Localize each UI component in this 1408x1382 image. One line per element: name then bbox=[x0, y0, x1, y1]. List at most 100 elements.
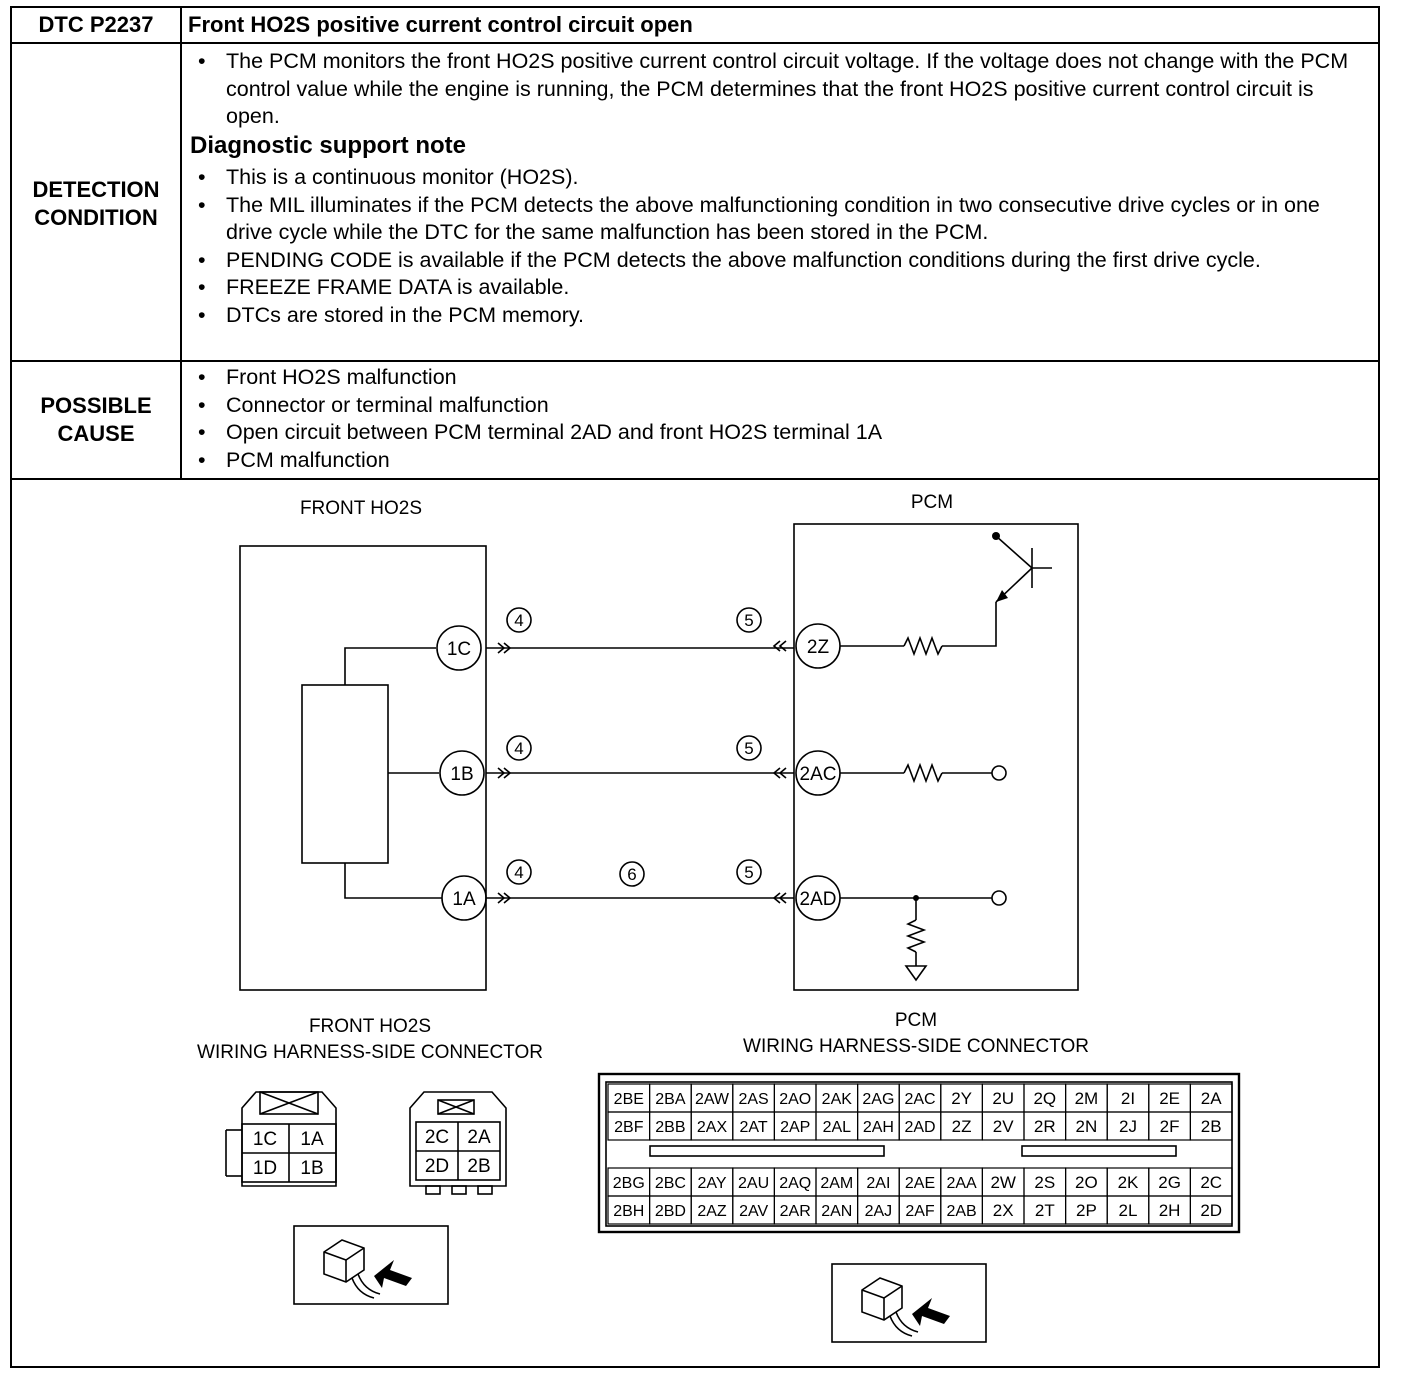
terminal-1b-label: 1B bbox=[450, 764, 473, 785]
pcm-pin-label: 2I bbox=[1121, 1089, 1135, 1108]
pcm-pin-label: 2AQ bbox=[779, 1175, 811, 1192]
pcm-pin-label: 2X bbox=[993, 1201, 1014, 1220]
pcm-pin-label: 2AG bbox=[862, 1091, 894, 1108]
pcm-pin-label: 2BB bbox=[655, 1119, 685, 1136]
wire-mark: 4 bbox=[514, 611, 523, 630]
wire-mark-circle bbox=[736, 735, 762, 761]
pcm-pin-label: 2F bbox=[1160, 1117, 1180, 1136]
pcm-pin-label: 2AS bbox=[738, 1091, 768, 1108]
terminal-2ac-label: 2AC bbox=[800, 764, 837, 785]
dtc-title: Front HO2S positive current control circ… bbox=[188, 12, 693, 37]
dtc-code: DTC P2237 bbox=[38, 12, 154, 37]
detection-label: DETECTION CONDITION bbox=[12, 176, 180, 232]
cause-item: Open circuit between PCM terminal 2AD an… bbox=[188, 419, 1368, 447]
pcm-pin-label: 2E bbox=[1159, 1089, 1180, 1108]
pcm-pin-label: 2Q bbox=[1033, 1089, 1056, 1108]
ho2s-pin-label: 2C bbox=[425, 1127, 449, 1148]
support-note-list: This is a continuous monitor (HO2S). The… bbox=[188, 164, 1368, 329]
support-item: The MIL illuminates if the PCM detects t… bbox=[188, 192, 1368, 247]
pcm-pin-label: 2AE bbox=[905, 1175, 935, 1192]
possible-cause-list: Front HO2S malfunction Connector or term… bbox=[188, 364, 1368, 474]
ho2s-connector-title: FRONT HO2S bbox=[309, 1016, 431, 1037]
pcm-pin-label: 2BD bbox=[655, 1203, 686, 1220]
pcm-connector-title: PCM bbox=[895, 1010, 937, 1031]
support-note-title: Diagnostic support note bbox=[190, 132, 466, 159]
ho2s-pin-label: 1A bbox=[300, 1129, 324, 1150]
pcm-pin-label: 2BE bbox=[614, 1091, 644, 1108]
support-item: This is a continuous monitor (HO2S). bbox=[188, 164, 1368, 192]
transistor-node bbox=[992, 532, 1000, 540]
dtc-sheet: DTC P2237 Front HO2S positive current co… bbox=[10, 6, 1380, 1368]
pcm-pin-label: 2AO bbox=[779, 1091, 811, 1108]
junction-node bbox=[913, 895, 919, 901]
view-arrow-icon bbox=[912, 1298, 950, 1326]
column-divider bbox=[180, 8, 182, 478]
ho2s-box bbox=[239, 545, 487, 991]
ho2s-pin-label: 2A bbox=[467, 1127, 491, 1148]
ho2s-connector-subtitle: WIRING HARNESS-SIDE CONNECTOR bbox=[197, 1042, 543, 1063]
pcm-pin-label: 2AH bbox=[863, 1119, 894, 1136]
pcm-pin-label: 2P bbox=[1076, 1201, 1097, 1220]
resistor-2z bbox=[903, 635, 943, 657]
sensor-element bbox=[301, 684, 389, 864]
pcm-pin-label: 2BG bbox=[613, 1175, 645, 1192]
pcm-pin-label: 2AA bbox=[946, 1175, 977, 1192]
wire-mark: 5 bbox=[744, 863, 753, 882]
divider bbox=[12, 478, 1378, 480]
ho2s-pin-label: 1B bbox=[300, 1158, 323, 1179]
pcm-pin-label: 2BH bbox=[613, 1203, 644, 1220]
terminal-1a bbox=[441, 875, 487, 921]
resistor-2ad bbox=[905, 919, 927, 953]
pcm-pin-label: 2H bbox=[1159, 1201, 1181, 1220]
pcm-pin-label: 2B bbox=[1201, 1117, 1222, 1136]
ho2s-pin-label: 2D bbox=[425, 1156, 449, 1177]
pcm-pin-label: 2S bbox=[1034, 1173, 1055, 1192]
wire-mark: 6 bbox=[627, 865, 636, 884]
pcm-pin-label: 2A bbox=[1201, 1089, 1222, 1108]
ho2s-pin-label: 1D bbox=[253, 1158, 277, 1179]
wire-internal-1c bbox=[344, 647, 436, 685]
view-arrow-icon bbox=[374, 1260, 412, 1288]
detection-label-line1: DETECTION bbox=[32, 177, 160, 202]
pcm-pin-label: 2J bbox=[1119, 1117, 1137, 1136]
possible-cause-label-line2: CAUSE bbox=[57, 421, 135, 446]
connector-mark-ho2s bbox=[497, 642, 512, 904]
pcm-pin-label: 2C bbox=[1200, 1173, 1222, 1192]
transistor-collector bbox=[995, 535, 1033, 569]
detection-label-line2: CONDITION bbox=[34, 205, 158, 230]
possible-cause-label: POSSIBLE CAUSE bbox=[12, 392, 180, 448]
terminal-1c-label: 1C bbox=[447, 639, 471, 660]
wire-mark-circle bbox=[506, 735, 532, 761]
wire-mark-circle bbox=[506, 859, 532, 885]
pcm-pin-label: 2AB bbox=[946, 1203, 976, 1220]
pcm-pin-cell bbox=[1189, 1111, 1233, 1141]
ho2s-title: FRONT HO2S bbox=[300, 498, 422, 519]
pcm-pin-label: 2R bbox=[1034, 1117, 1056, 1136]
divider bbox=[12, 42, 1378, 44]
support-item: DTCs are stored in the PCM memory. bbox=[188, 302, 1368, 330]
pcm-pin-cell bbox=[1189, 1195, 1233, 1225]
node-2ad bbox=[991, 890, 1007, 906]
pcm-pin-label: 2AJ bbox=[865, 1203, 893, 1220]
pcm-pin-label: 2G bbox=[1158, 1173, 1181, 1192]
pcm-pin-label: 2AX bbox=[697, 1119, 728, 1136]
pcm-pin-label: 2W bbox=[990, 1173, 1016, 1192]
pcm-pin-label: 2D bbox=[1200, 1201, 1222, 1220]
node-2ac bbox=[991, 765, 1007, 781]
pcm-pin-label: 2AZ bbox=[697, 1203, 727, 1220]
wiring-diagram: FRONT HO2S PCM 1C 1B 1A 2Z 2AC 2AD 4 5 4… bbox=[197, 492, 1241, 1343]
transistor-arrow bbox=[996, 590, 1008, 602]
pcm-pin-label: 2T bbox=[1035, 1201, 1055, 1220]
ho2s-pin-label: 2B bbox=[467, 1156, 490, 1177]
terminal-2ad-label: 2AD bbox=[800, 889, 837, 910]
wire-mark-circle bbox=[736, 607, 762, 633]
cause-item: Front HO2S malfunction bbox=[188, 364, 1368, 392]
pcm-pin-label: 2AK bbox=[822, 1091, 853, 1108]
pcm-pin-label: 2U bbox=[992, 1089, 1014, 1108]
resistor-2ac bbox=[903, 762, 943, 784]
wire-mark: 4 bbox=[514, 739, 523, 758]
pcm-pin-label: 2AV bbox=[739, 1203, 768, 1220]
pcm-pin-label: 2V bbox=[993, 1117, 1014, 1136]
wire-mark-circle bbox=[506, 607, 532, 633]
